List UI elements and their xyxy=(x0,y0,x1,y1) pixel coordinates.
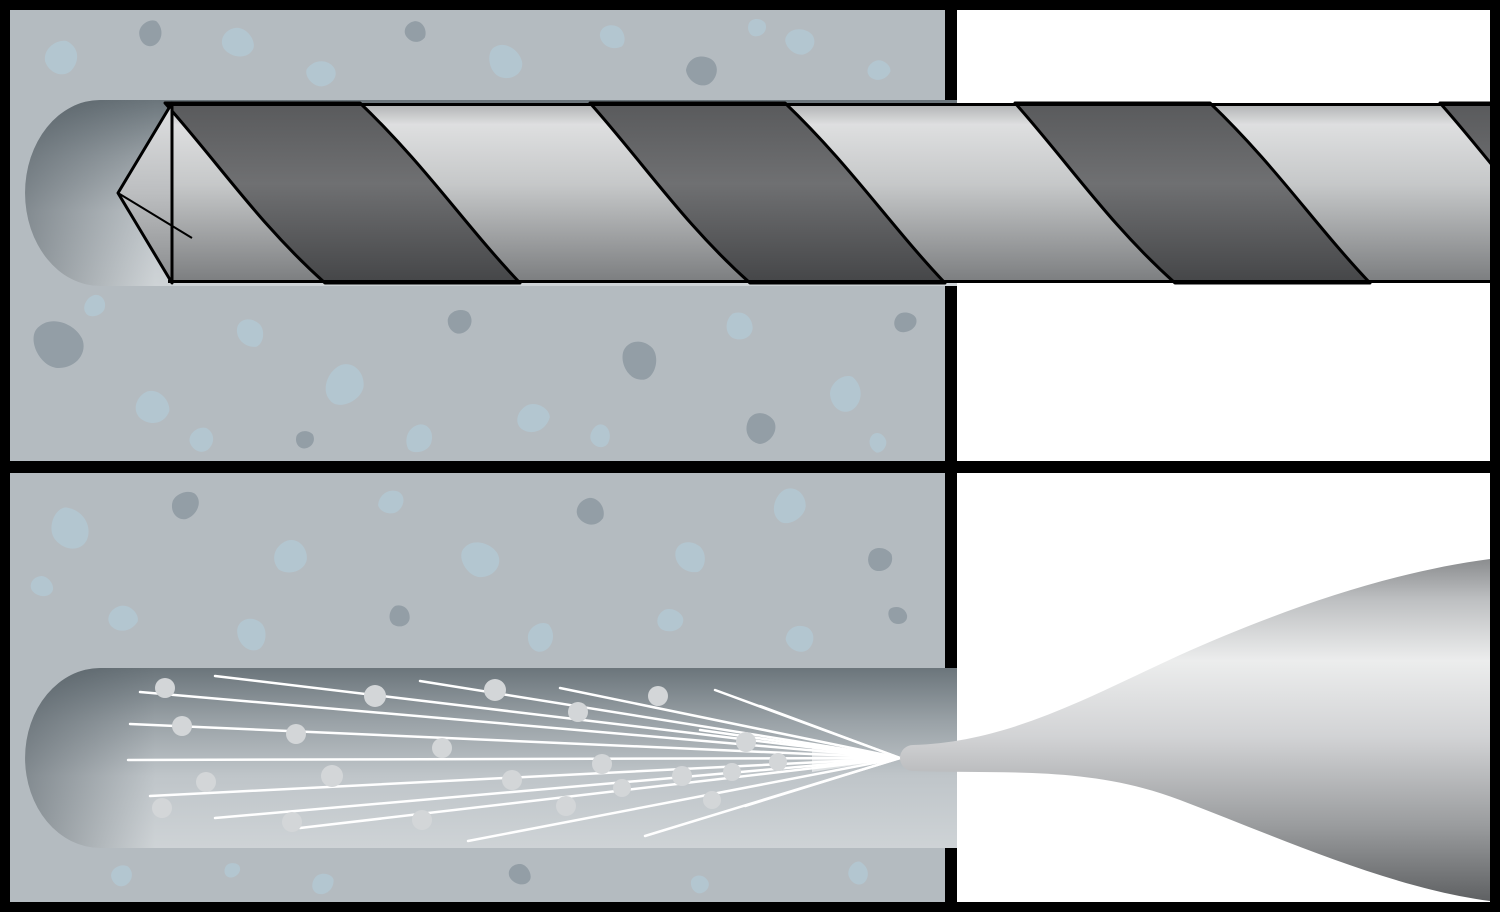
panel-divider xyxy=(0,461,1500,473)
air-jet-line xyxy=(298,756,902,830)
dust-particle xyxy=(172,716,192,736)
dust-particle xyxy=(155,678,175,698)
dust-particle xyxy=(556,796,576,816)
dust-particle xyxy=(321,765,343,787)
air-jet-line xyxy=(743,756,902,808)
dust-particle xyxy=(592,754,612,774)
dust-particle xyxy=(484,679,506,701)
dust-particle xyxy=(648,686,668,706)
air-nozzle xyxy=(900,559,1490,901)
dust-particles xyxy=(152,678,787,832)
air-nozzle-group xyxy=(900,559,1490,901)
dust-particle xyxy=(502,770,522,790)
drill-flute-4 xyxy=(1438,101,1490,165)
drill-tip-facet-line xyxy=(117,192,193,239)
panel-cleaning xyxy=(10,473,1490,902)
air-jet-line xyxy=(466,756,902,843)
dust-particle xyxy=(282,812,302,832)
dust-particle xyxy=(723,763,741,781)
concrete-face-line-top-lower xyxy=(945,286,957,461)
dust-particle xyxy=(196,772,216,792)
air-jet-line xyxy=(138,690,902,760)
air-jet-line xyxy=(558,686,902,760)
air-jet-line xyxy=(758,704,902,760)
dust-particle xyxy=(364,685,386,707)
air-jet-line xyxy=(213,674,902,760)
dust-particle xyxy=(152,798,172,818)
concrete-face-line-top-upper xyxy=(945,10,957,100)
dust-particle xyxy=(432,738,452,758)
air-jet-line xyxy=(213,756,902,820)
concrete-face-line-bottom-upper xyxy=(945,473,957,668)
air-jet-core xyxy=(812,744,902,772)
dust-particle xyxy=(412,810,432,830)
panel-drilling xyxy=(10,10,1490,461)
dust-particle xyxy=(736,732,756,752)
dust-particle xyxy=(703,791,721,809)
dust-particle xyxy=(769,753,787,771)
dust-particle xyxy=(568,702,588,722)
drill-bit xyxy=(116,101,1490,285)
dust-particle xyxy=(613,779,631,797)
dust-particle xyxy=(286,724,306,744)
dust-particle xyxy=(672,766,692,786)
concrete-face-line-bottom-lower xyxy=(945,848,957,902)
hole-end-shading-bottom xyxy=(25,668,155,848)
air-jet-line xyxy=(128,722,902,760)
drill-tip xyxy=(116,101,174,285)
